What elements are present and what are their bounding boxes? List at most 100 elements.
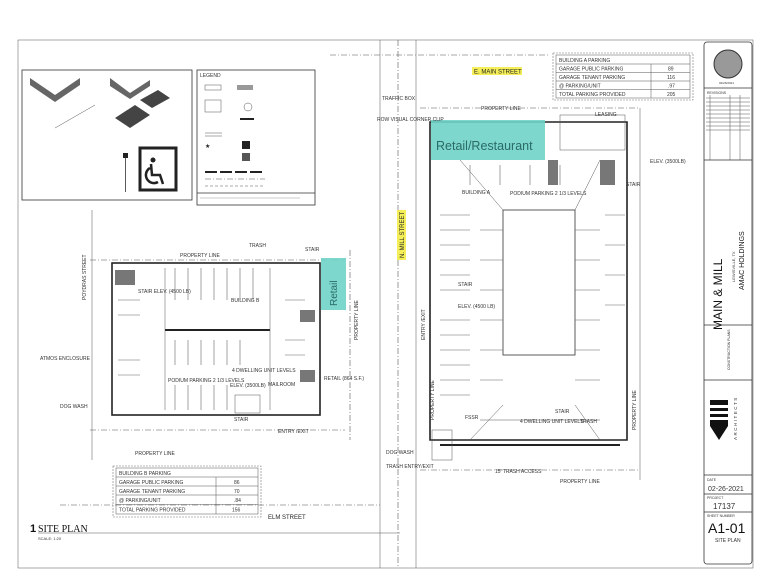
label-a-podium: PODIUM PARKING 2 1/3 LEVELS xyxy=(510,191,587,197)
client-name: AMAC HOLDINGS xyxy=(739,231,746,290)
parking-b-row-value: 70 xyxy=(234,489,240,495)
drawing-title-text: SITE PLAN xyxy=(38,524,88,535)
label-b-property-line-top: PROPERTY LINE xyxy=(180,253,220,259)
street-label-elm: ELM STREET xyxy=(268,515,306,521)
sheet-border xyxy=(17,39,754,569)
parking-a-title: BUILDING A PARKING xyxy=(559,58,610,64)
parking-b-row-label: TOTAL PARKING PROVIDED xyxy=(119,508,186,514)
drawing-title: 1 SITE PLAN SCALE: 1:20 xyxy=(30,523,400,541)
parking-a-row-value: 89 xyxy=(668,67,674,73)
label-a-entry: ENTRY /EXIT xyxy=(421,309,427,340)
label-b-podium: PODIUM PARKING 2 1/3 LEVELS xyxy=(168,378,245,384)
label-a-trash-access: 15' TRASH ACCESS xyxy=(495,469,542,475)
label-b-dog-wash: DOG WASH xyxy=(60,404,88,410)
retail-restaurant-label: Retail/Restaurant xyxy=(436,139,533,153)
label-b-building: BUILDING B xyxy=(231,298,260,304)
parking-b-row-value: 86 xyxy=(234,480,240,486)
sheet-title: SITE PLAN xyxy=(715,538,741,544)
project-location: LEWISVILLE, TX xyxy=(731,251,736,282)
parking-b-row-value: 156 xyxy=(232,508,241,514)
parking-a-row-value: .97 xyxy=(668,84,675,90)
label-a-traffic-box: TRAFFIC BOX xyxy=(382,96,416,102)
parking-a-row-label: GARAGE PUBLIC PARKING xyxy=(559,67,623,73)
label-a-property-line-right: PROPERTY LINE xyxy=(632,390,638,430)
retail-restaurant-highlight xyxy=(431,120,545,160)
title-block: 02/26/2021 REVISIONS MAIN & MILL LEWISVI… xyxy=(703,41,753,565)
parking-b-title: BUILDING B PARKING xyxy=(119,471,171,477)
parking-a-row-value: 116 xyxy=(667,75,675,81)
streets: E. MAIN STREET N. MILL STREET ELM STREET… xyxy=(60,40,550,568)
parking-b-row-label: @ PARKING/UNIT xyxy=(119,498,161,504)
legend-title: LEGEND xyxy=(200,73,221,79)
label-b-elev: ELEV. (3500LB) xyxy=(230,383,266,389)
label-b-retail-sf: RETAIL (864 S.F.) xyxy=(324,376,364,382)
building-b-plan: Retail TRASH STAIR PROPERTY LINE STAIR E… xyxy=(40,243,364,457)
leasing-area xyxy=(559,114,626,151)
label-a-stair-bottom: STAIR xyxy=(555,409,570,415)
accessibility-detail-box xyxy=(21,69,193,201)
label-b-stair-top: STAIR xyxy=(305,247,320,253)
drawing-scale: SCALE: 1:20 xyxy=(38,536,62,541)
parking-a-row-label: @ PARKING/UNIT xyxy=(559,84,601,90)
label-a-elev-top: ELEV. (3500LB) xyxy=(650,159,686,165)
label-b-property-line-right: PROPERTY LINE xyxy=(354,300,360,340)
street-label-mill: N. MILL STREET xyxy=(400,212,406,258)
legend-box: LEGEND ★ xyxy=(196,69,316,206)
parking-a-row-label: TOTAL PARKING PROVIDED xyxy=(559,92,626,98)
label-b-stair-elev: STAIR ELEV. (4500 LB) xyxy=(138,289,191,295)
label-a-dwelling: 4 DWELLING UNIT LEVELS xyxy=(520,419,584,425)
parking-table-building-b: BUILDING B PARKING GARAGE PUBLIC PARKING… xyxy=(112,465,262,518)
label-a-property-line-bottom: PROPERTY LINE xyxy=(560,479,600,485)
retail-label: Retail xyxy=(329,280,340,306)
date-label: DATE xyxy=(707,478,717,482)
date-value: 02-26-2021 xyxy=(708,486,744,493)
ramp-core xyxy=(502,209,576,356)
label-a-elev-mid: ELEV. (4500 LB) xyxy=(458,304,495,310)
sign-post-icon xyxy=(123,153,128,158)
label-a-stair-top: STAIR xyxy=(626,182,641,188)
sheet-number: A1-01 xyxy=(708,520,746,536)
parking-a-row-label: GARAGE TENANT PARKING xyxy=(559,75,625,81)
street-label-main: E. MAIN STREET xyxy=(474,70,522,76)
retail-highlight-b xyxy=(321,258,346,310)
tactile-pad-drawing xyxy=(115,105,150,128)
drawing-number: 1 xyxy=(30,523,36,535)
label-a-leasing: LEASING xyxy=(595,112,617,118)
revisions-label: REVISIONS xyxy=(707,91,727,95)
parking-a-row-value: 205 xyxy=(667,92,676,98)
label-a-building: BUILDING A xyxy=(462,190,491,196)
label-b-entry: ENTRY /EXIT xyxy=(278,429,309,435)
label-b-dwelling: 4 DWELLING UNIT LEVELS xyxy=(232,368,296,374)
project-number: 17137 xyxy=(713,502,736,511)
main-street-highlight xyxy=(472,67,522,75)
firm-name: ARCHITECTS xyxy=(733,396,738,440)
building-a-plan: Retail/Restaurant TRAFFIC BOX ROW VISUAL… xyxy=(377,96,686,485)
parking-table-building-a: BUILDING A PARKING GARAGE PUBLIC PARKING… xyxy=(552,52,694,101)
issue-note: CONSTRUCTION PLANS xyxy=(727,329,731,370)
stair-core xyxy=(115,270,135,285)
seal-date: 02/26/2021 xyxy=(719,81,734,85)
sheet-number-label: SHEET NUMBER xyxy=(707,514,735,518)
label-b-trash: TRASH xyxy=(249,243,266,249)
ramp-detail-drawing xyxy=(30,78,80,102)
label-a-property-line-left: PROPERTY LINE xyxy=(430,380,436,420)
label-b-atmos: ATMOS ENCLOSURE xyxy=(40,356,91,362)
label-a-row-clip: ROW VISUAL CORNER CLIP xyxy=(377,117,444,123)
parking-b-row-label: GARAGE TENANT PARKING xyxy=(119,489,185,495)
parking-b-row-label: GARAGE PUBLIC PARKING xyxy=(119,480,183,486)
label-a-trash-entry: TRASH ENTRY/EXIT xyxy=(386,464,434,470)
mill-street-highlight xyxy=(397,210,406,260)
label-a-trash: TRASH xyxy=(580,419,597,425)
label-b-mailroom: MAILROOM xyxy=(268,382,295,388)
street-label-poydras: POYDRAS STREET xyxy=(82,254,88,300)
label-a-fssr: FSSR xyxy=(465,415,479,421)
parking-b-row-value: .84 xyxy=(234,498,241,504)
architect-seal xyxy=(713,49,743,79)
project-label: PROJECT xyxy=(707,496,724,500)
accessible-symbol xyxy=(138,146,178,192)
label-b-property-line-bottom: PROPERTY LINE xyxy=(135,451,175,457)
label-a-stair-mid: STAIR xyxy=(458,282,473,288)
label-a-dog-wash: DOG WASH xyxy=(386,450,414,456)
stair-core-a xyxy=(431,429,453,461)
